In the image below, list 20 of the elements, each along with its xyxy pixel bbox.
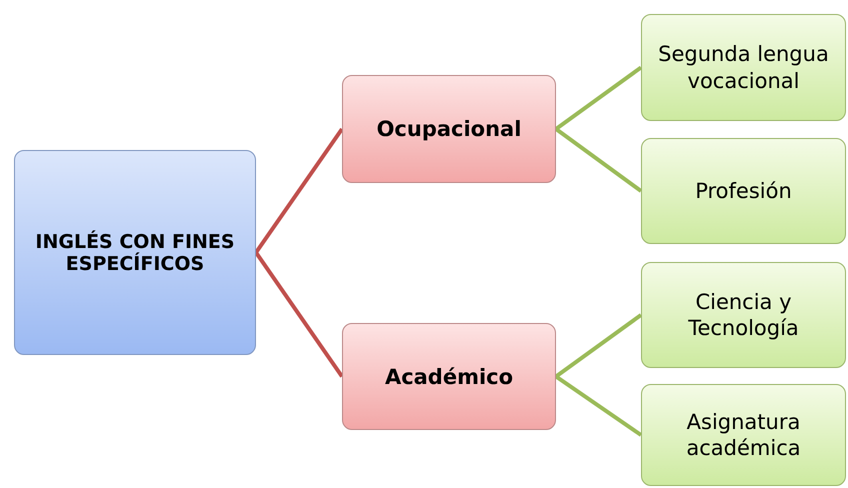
rounded-box [641,14,846,121]
connector-line [554,374,642,437]
rounded-box [342,75,556,183]
connector-line [554,66,642,131]
box-label: INGLÉS CON FINES ESPECÍFICOS [34,230,236,274]
box-label: Segunda lengua vocacional [657,41,830,94]
rounded-box [641,262,846,368]
rounded-box [641,384,846,486]
rounded-box [342,323,556,430]
connector-line [254,251,344,378]
box-label: Profesión [695,178,792,204]
connector-line [554,313,642,378]
box-label: Ciencia y Tecnología [687,288,800,342]
box-label: Asignatura académica [685,408,802,462]
box-label: Ocupacional [376,117,522,141]
box-label: Académico [384,364,514,388]
rounded-box [14,150,256,355]
rounded-box [641,138,846,244]
connector-line [554,127,642,193]
connector-line [254,128,344,254]
